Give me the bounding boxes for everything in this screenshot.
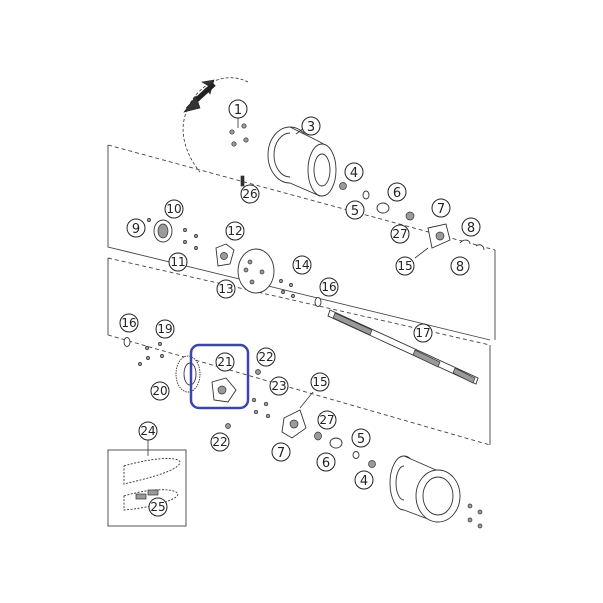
label-15-upper: 15 <box>395 256 415 276</box>
label-16-lower: 16 <box>119 313 139 333</box>
small-parts-upper <box>339 182 485 259</box>
label-text: 15 <box>397 259 412 273</box>
bolt-set-14 <box>279 279 295 298</box>
label-26: 26 <box>240 184 260 204</box>
bolt-set-19 <box>138 342 164 366</box>
label-text: 21 <box>217 355 232 369</box>
nut-22-lower <box>225 423 231 429</box>
label-text: 16 <box>321 280 336 294</box>
label-6-upper: 6 <box>387 182 407 202</box>
rear-axle <box>327 309 479 385</box>
label-7-lower: 7 <box>271 442 291 462</box>
bolt-set-23 <box>251 397 271 419</box>
o-ring-lower <box>123 337 131 347</box>
lower-assembly-frame <box>107 257 491 446</box>
label-text: 25 <box>150 500 165 514</box>
label-text: 15 <box>312 375 327 389</box>
sprocket-carrier <box>211 377 237 403</box>
label-15-lower: 15 <box>310 372 330 392</box>
label-text: 13 <box>218 282 233 296</box>
label-4-lower: 4 <box>354 470 374 490</box>
label-text: 7 <box>277 446 285 461</box>
label-14: 14 <box>292 255 312 275</box>
label-text: 11 <box>170 255 185 269</box>
label-text: 20 <box>152 384 167 398</box>
drive-sprocket <box>175 355 201 393</box>
label-10: 10 <box>164 199 184 219</box>
label-12: 12 <box>225 221 245 241</box>
label-5-lower: 5 <box>351 428 371 448</box>
label-19: 19 <box>155 319 175 339</box>
label-text: 6 <box>393 186 401 201</box>
label-11: 11 <box>168 252 188 272</box>
label-text: 1 <box>234 103 242 118</box>
label-7-upper: 7 <box>431 198 451 218</box>
valve-stem <box>240 175 245 187</box>
label-23: 23 <box>269 376 289 396</box>
label-text: 17 <box>415 326 430 340</box>
label-22-lower: 22 <box>210 432 230 452</box>
label-text: 9 <box>132 222 140 237</box>
label-13: 13 <box>216 279 236 299</box>
label-text: 24 <box>140 424 155 438</box>
chain-link <box>135 489 159 500</box>
brake-disc <box>237 248 275 294</box>
label-text: 23 <box>271 379 286 393</box>
label-text: 16 <box>121 316 136 330</box>
brake-hub <box>215 243 235 267</box>
bolt-set-11 <box>183 228 198 250</box>
label-text: 8 <box>456 260 464 275</box>
chain-inset-frame <box>107 449 187 527</box>
small-parts-lower <box>314 431 376 468</box>
upper-assembly-frame <box>107 144 496 341</box>
label-text: 19 <box>157 322 172 336</box>
label-5-upper: 5 <box>345 200 365 220</box>
label-6-lower: 6 <box>316 452 336 472</box>
rear-wheel-upper <box>267 126 337 197</box>
label-text: 10 <box>166 202 181 216</box>
label-8-upper: 8 <box>461 217 481 237</box>
highlight-box <box>189 343 250 410</box>
label-text: 22 <box>212 435 227 449</box>
label-text: 4 <box>350 166 358 181</box>
label-24: 24 <box>138 421 158 441</box>
label-text: 14 <box>294 258 309 272</box>
rotation-arrow-icon <box>182 77 249 173</box>
label-25: 25 <box>148 497 168 517</box>
bearing-carrier-lower <box>281 391 314 439</box>
label-text: 27 <box>319 413 334 427</box>
label-text: 6 <box>322 456 330 471</box>
nut-22-upper <box>255 369 261 375</box>
label-17: 17 <box>413 323 433 343</box>
label-3: 3 <box>301 116 321 136</box>
wheel-nut-set-upper <box>229 118 249 147</box>
label-text: 3 <box>307 120 315 135</box>
label-21: 21 <box>215 352 235 372</box>
label-27-lower: 27 <box>317 410 337 430</box>
label-20: 20 <box>150 381 170 401</box>
brake-caliper <box>147 209 173 243</box>
label-text: 22 <box>258 350 273 364</box>
label-22-upper: 22 <box>256 347 276 367</box>
label-text: 7 <box>437 202 445 217</box>
label-8-lower: 8 <box>450 256 470 276</box>
o-ring-upper <box>314 297 322 307</box>
label-text: 26 <box>242 187 257 201</box>
label-text: 27 <box>392 227 407 241</box>
label-text: 12 <box>227 224 242 238</box>
label-16-upper: 16 <box>319 277 339 297</box>
label-text: 8 <box>467 221 475 236</box>
label-text: 5 <box>357 432 365 447</box>
label-text: 4 <box>360 474 368 489</box>
label-1: 1 <box>228 99 248 119</box>
label-text: 5 <box>351 204 359 219</box>
label-27-upper: 27 <box>390 224 410 244</box>
label-9: 9 <box>126 218 146 238</box>
rear-wheel-lower <box>389 455 483 529</box>
label-4-upper: 4 <box>344 162 364 182</box>
